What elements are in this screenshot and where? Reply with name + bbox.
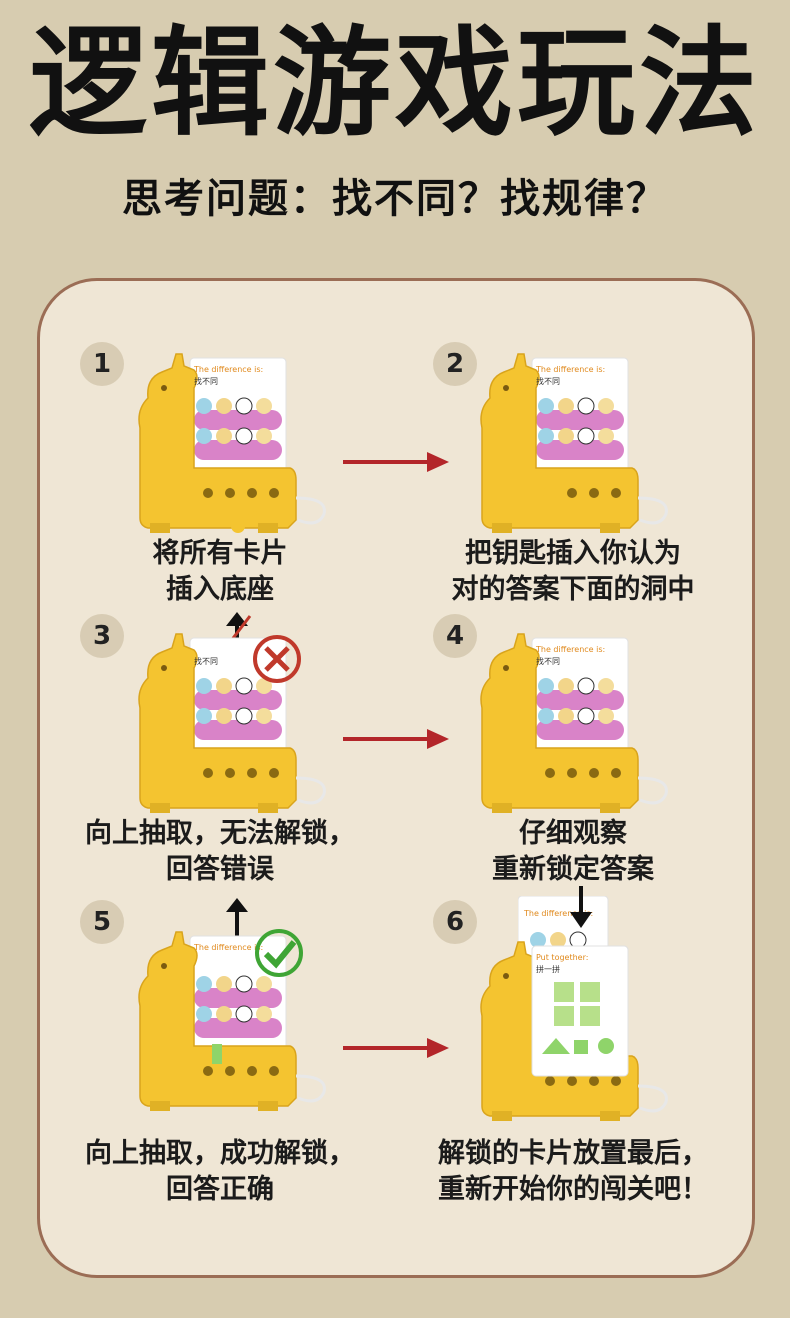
- giraffe-illustration-step-3: 找不同: [137, 632, 326, 815]
- giraffe-illustration-step-5: The difference is:: [137, 930, 326, 1113]
- step-1-caption-line1: 将所有卡片: [152, 538, 288, 569]
- page-subtitle: 思考问题：找不同？找规律？: [122, 176, 668, 222]
- step-6-caption: 解锁的卡片放置最后， 重新开始你的闯关吧！: [408, 1136, 738, 1208]
- step-3-caption: 向上抽取，无法解锁， 回答错误: [55, 816, 385, 888]
- step-4-caption-line1: 仔细观察: [519, 818, 627, 849]
- card-heading: The difference is:: [535, 365, 605, 374]
- next-arrow-5-6: [343, 1038, 449, 1058]
- step-4-caption: 仔细观察 重新锁定答案: [408, 816, 738, 888]
- key-icon: [543, 486, 557, 500]
- step-6-caption-line2: 重新开始你的闯关吧！: [438, 1174, 708, 1205]
- card-heading: The difference is:: [523, 909, 593, 918]
- step-4-badge: 4: [433, 614, 477, 658]
- wrong-icon: [253, 635, 301, 683]
- key-icon: [231, 509, 258, 533]
- step-2-caption-line1: 把钥匙插入你认为: [465, 538, 681, 569]
- step-3-caption-line1: 向上抽取，无法解锁，: [85, 818, 355, 849]
- step-5-caption-line1: 向上抽取，成功解锁，: [85, 1138, 355, 1169]
- card-heading: The difference is:: [535, 645, 605, 654]
- step-1-caption: 将所有卡片 插入底座: [55, 536, 385, 608]
- step-6-badge: 6: [433, 900, 477, 944]
- giraffe-illustration-step-6: Put together: 拼一拼: [479, 940, 668, 1123]
- card-sub: 找不同: [194, 656, 218, 666]
- card-sub: 找不同: [194, 376, 218, 386]
- step-2-caption-line2: 对的答案下面的洞中: [451, 574, 695, 605]
- card-sub-b: 拼一拼: [536, 964, 560, 974]
- card-heading: The difference is:: [193, 943, 263, 952]
- down-arrow-icon: [570, 886, 592, 928]
- next-arrow-3-4: [343, 729, 449, 749]
- step-3-caption-line2: 回答错误: [166, 854, 274, 885]
- step-3-badge: 3: [80, 614, 124, 658]
- correct-icon: [255, 929, 303, 977]
- next-arrow-1-2: [343, 452, 449, 472]
- page-title: 逻辑游戏玩法: [28, 14, 761, 152]
- card-sub: 找不同: [536, 656, 560, 666]
- step-2-caption: 把钥匙插入你认为 对的答案下面的洞中: [408, 536, 738, 608]
- step-1-caption-line2: 插入底座: [166, 574, 274, 605]
- step-5-badge: 5: [80, 900, 124, 944]
- card-heading-b: Put together:: [536, 953, 588, 962]
- step-1-badge: 1: [80, 342, 124, 386]
- step-2-badge: 2: [433, 342, 477, 386]
- step-5-caption: 向上抽取，成功解锁， 回答正确: [55, 1136, 385, 1208]
- up-arrow-icon: [226, 898, 248, 938]
- giraffe-illustration-step-1: The difference is: 找不同: [137, 352, 326, 535]
- step-4-caption-line2: 重新锁定答案: [492, 854, 654, 885]
- card-heading: The difference is:: [193, 365, 263, 374]
- card-sub: 找不同: [536, 376, 560, 386]
- giraffe-illustration-step-4: The difference is: 找不同: [479, 632, 668, 815]
- giraffe-illustration-step-2: The difference is: 找不同: [479, 352, 668, 535]
- step-5-caption-line2: 回答正确: [166, 1174, 274, 1205]
- step-6-caption-line1: 解锁的卡片放置最后，: [438, 1138, 708, 1169]
